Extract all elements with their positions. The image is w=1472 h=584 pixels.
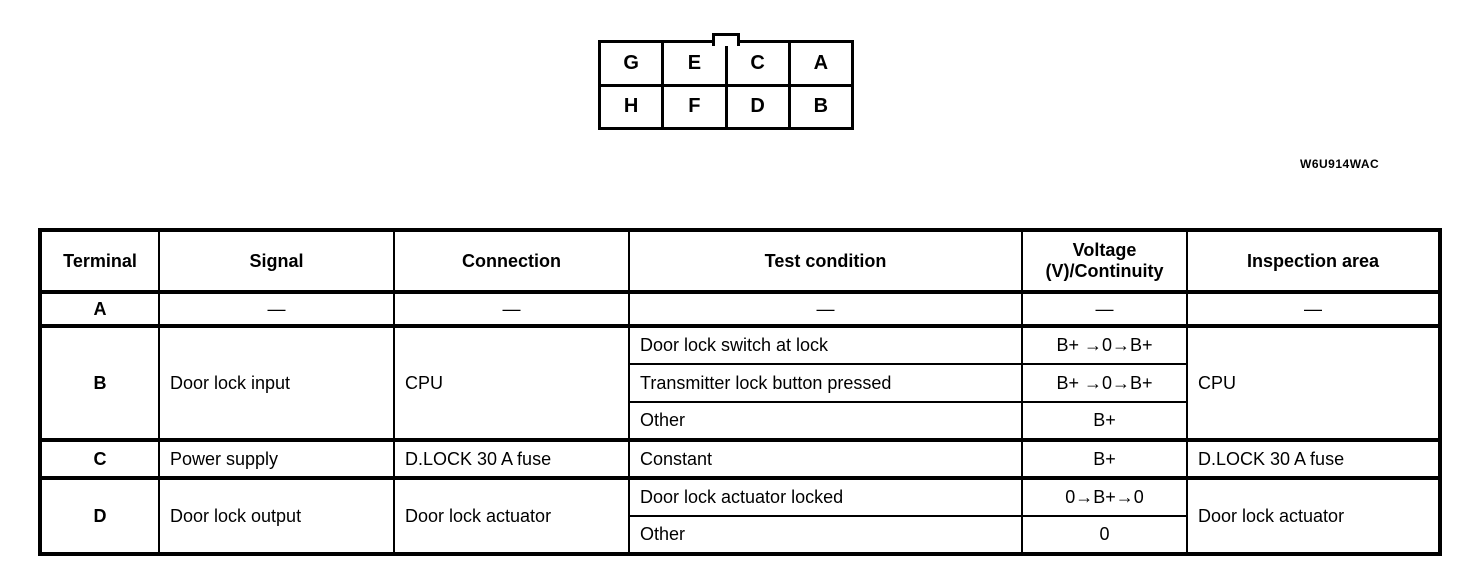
col-header-voltage: Voltage (V)/Continuity xyxy=(1021,229,1188,294)
connector-pin-e: E xyxy=(664,43,725,84)
cell-terminal: A xyxy=(39,290,160,327)
col-header-voltage-line1: Voltage xyxy=(1072,240,1137,260)
connector-pin-c: C xyxy=(727,43,788,84)
table-row-terminal-b-3: Other B+ xyxy=(40,401,1440,441)
terminal-voltage-table: Terminal Signal Connection Test conditio… xyxy=(38,228,1442,556)
col-header-connection: Connection xyxy=(393,229,630,294)
cell-test-condition: Transmitter lock button pressed xyxy=(628,363,1023,403)
cell-inspection-area: D.LOCK 30 A fuse xyxy=(1186,438,1441,479)
cell-test-condition: Other xyxy=(628,515,1023,555)
col-header-terminal: Terminal xyxy=(39,229,160,294)
connector-pin-f: F xyxy=(664,86,725,127)
connector-pin-a: A xyxy=(790,43,851,84)
cell-terminal: C xyxy=(39,438,160,479)
table-row-terminal-d-2: Other 0 xyxy=(40,515,1440,555)
col-header-test-condition: Test condition xyxy=(628,229,1023,294)
col-header-signal: Signal xyxy=(158,229,395,294)
cell-voltage: B+ xyxy=(1021,401,1188,441)
cell-voltage: B+ xyxy=(1021,438,1188,479)
cell-voltage: B+ →0→B+ xyxy=(1021,324,1188,365)
cell-signal: Door lock output xyxy=(158,476,395,555)
cell-voltage: 0 xyxy=(1021,515,1188,555)
cell-connection: — xyxy=(393,290,630,327)
connector-pin-d: D xyxy=(727,86,788,127)
figure-code: W6U914WAC xyxy=(1300,157,1380,171)
cell-test-condition: Door lock actuator locked xyxy=(628,476,1023,517)
cell-voltage: 0→B+→0 xyxy=(1021,476,1188,517)
cell-test-condition: Door lock switch at lock xyxy=(628,324,1023,365)
cell-test-condition: Constant xyxy=(628,438,1023,479)
cell-inspection-area: — xyxy=(1186,290,1441,327)
connector-keying-tab xyxy=(712,33,740,46)
table-row-terminal-a: A — — — — — xyxy=(39,290,1441,327)
col-header-inspection-area: Inspection area xyxy=(1186,229,1441,294)
table-row-terminal-b-2: Transmitter lock button pressed B+ →0→B+ xyxy=(40,363,1440,403)
cell-test-condition: Other xyxy=(628,401,1023,441)
cell-voltage: B+ →0→B+ xyxy=(1021,363,1188,403)
cell-signal: — xyxy=(158,290,395,327)
cell-connection: Door lock actuator xyxy=(393,476,630,555)
cell-inspection-area: CPU xyxy=(1186,324,1441,441)
table-row-terminal-b-1: B Door lock input CPU Door lock switch a… xyxy=(39,324,1441,441)
cell-test-condition: — xyxy=(628,290,1023,327)
cell-terminal: B xyxy=(39,324,160,441)
cell-signal: Power supply xyxy=(158,438,395,479)
table-row-terminal-c: C Power supply D.LOCK 30 A fuse Constant… xyxy=(39,438,1441,479)
cell-connection: D.LOCK 30 A fuse xyxy=(393,438,630,479)
cell-connection: CPU xyxy=(393,324,630,441)
table-header-row: Terminal Signal Connection Test conditio… xyxy=(39,229,1441,294)
cell-inspection-area: Door lock actuator xyxy=(1186,476,1441,555)
connector-pin-g: G xyxy=(601,43,662,84)
table-row-terminal-d-1: D Door lock output Door lock actuator Do… xyxy=(39,476,1441,555)
col-header-voltage-line2: (V)/Continuity xyxy=(1045,261,1164,281)
connector-pin-b: B xyxy=(790,86,851,127)
cell-signal: Door lock input xyxy=(158,324,395,441)
cell-terminal: D xyxy=(39,476,160,555)
connector-pin-h: H xyxy=(601,86,662,127)
connector-pin-grid: G E C A H F D B xyxy=(601,43,851,127)
cell-voltage: — xyxy=(1021,290,1188,327)
connector-diagram: G E C A H F D B xyxy=(598,33,854,130)
